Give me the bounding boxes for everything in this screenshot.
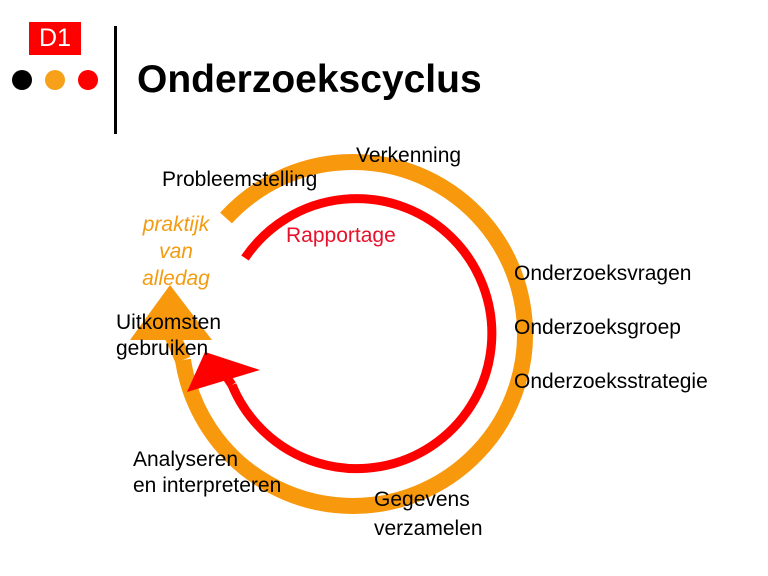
label-uitkomsten-line1: Uitkomsten <box>116 311 222 334</box>
outer-cycle-arrowhead-icon <box>130 285 212 340</box>
label-uitkomsten-line2: gebruiken <box>116 337 209 360</box>
label-onderzoeksvragen: Onderzoeksvragen <box>514 262 692 285</box>
label-uitkomsten-gebruiken: Uitkomsten gebruiken <box>116 310 221 362</box>
praktijk-line2: van <box>159 240 193 263</box>
label-praktijk-van-alledag: praktijk van alledag <box>128 211 224 292</box>
label-gegevens-line2: verzamelen <box>374 517 483 540</box>
label-onderzoeksstrategie: Onderzoeksstrategie <box>514 370 708 393</box>
orange-dot-icon <box>45 70 65 90</box>
inner-cycle-arc <box>227 194 497 474</box>
label-analyseren-line1: Analyseren <box>133 448 239 471</box>
label-rapportage: Rapportage <box>286 224 396 247</box>
label-probleemstelling: Probleemstelling <box>162 168 318 191</box>
label-analyseren: Analyseren en interpreteren <box>133 447 281 499</box>
outer-cycle-arc <box>175 153 534 514</box>
label-onderzoeksgroep: Onderzoeksgroep <box>514 316 681 339</box>
praktijk-line1: praktijk <box>142 213 210 236</box>
page-title: Onderzoekscyclus <box>137 58 482 101</box>
red-dot-icon <box>78 70 98 90</box>
header-divider <box>114 26 117 134</box>
praktijk-line3: alledag <box>142 267 210 290</box>
slide-badge: D1 <box>29 22 81 55</box>
label-analyseren-line2: en interpreteren <box>133 474 282 497</box>
black-dot-icon <box>12 70 32 90</box>
label-verkenning: Verkenning <box>356 144 462 167</box>
label-gegevens-verzamelen: Gegevens verzamelen <box>374 487 483 542</box>
label-gegevens-line1: Gegevens <box>374 488 470 511</box>
